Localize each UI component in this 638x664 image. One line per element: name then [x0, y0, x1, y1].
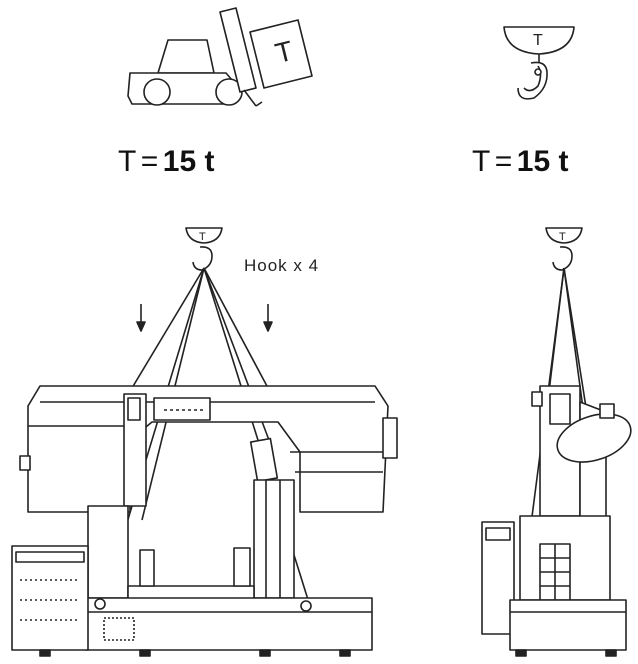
front-view-drawing: T — [11, 227, 398, 657]
forklift-capacity: T = 15 t — [118, 145, 214, 179]
crane-hook-icon: T — [503, 26, 575, 100]
side-hook-letter: T — [559, 231, 566, 243]
side-view-drawing: T — [481, 227, 632, 657]
crane-capacity: T = 15 t — [472, 145, 568, 179]
crane-capacity-symbol: T — [472, 145, 491, 178]
down-arrow-icon — [263, 304, 273, 332]
crane-capacity-equals: = — [494, 145, 513, 178]
hook-count-note: Hook x 4 — [244, 256, 320, 275]
down-arrow-icon — [136, 304, 146, 332]
crane-hook-letter: T — [533, 32, 543, 49]
forklift-capacity-symbol: T — [118, 145, 137, 178]
forklift-capacity-equals: = — [140, 145, 159, 178]
front-hook-letter: T — [199, 231, 206, 243]
forklift-capacity-value: 15 t — [162, 145, 215, 178]
crane-capacity-value: 15 t — [516, 145, 569, 178]
forklift-icon: T — [127, 7, 313, 107]
